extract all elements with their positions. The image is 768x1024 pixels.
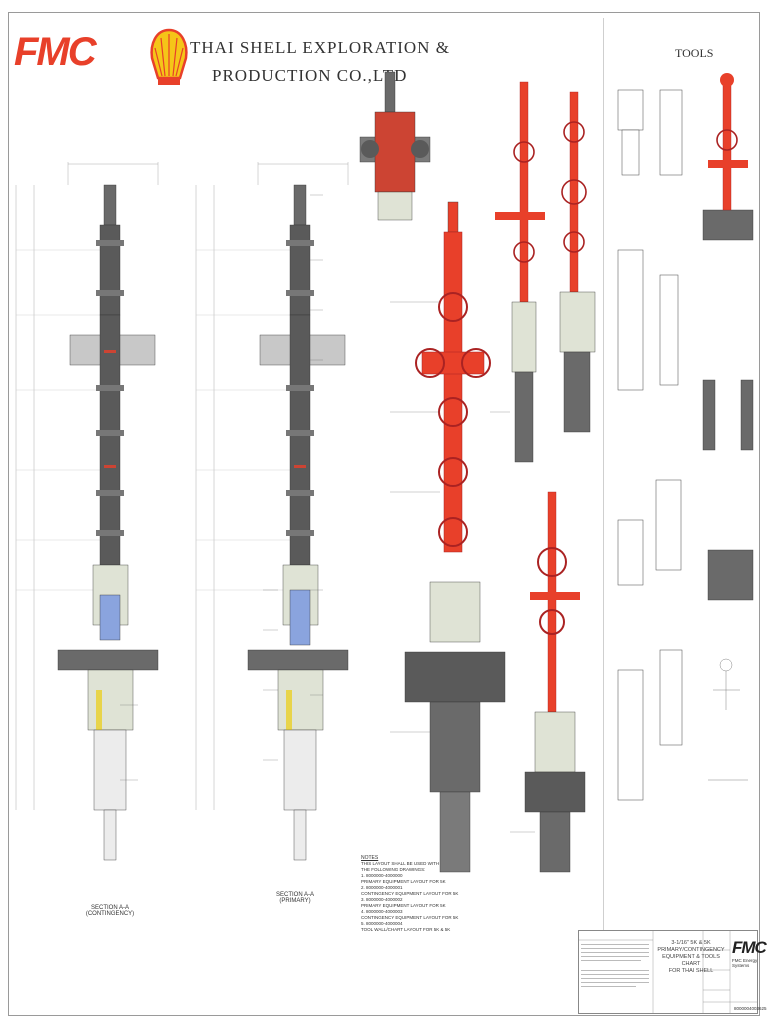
notes-line: THE FOLLOWING DRAWINGS: bbox=[361, 867, 426, 872]
primary-section-title: SECTION A-A bbox=[275, 892, 314, 898]
notes-line: 4. 8000000-4000003 bbox=[361, 909, 403, 914]
notes-line: TOOL WALL/CHART LAYOUT FOR 5K & 5K bbox=[361, 927, 451, 932]
title-line: PRIMARY/CONTINGENCY bbox=[657, 947, 725, 953]
notes-line: THIS LAYOUT SHALL BE USED WITH bbox=[361, 861, 440, 866]
notes-line: PRIMARY EQUIPMENT LAYOUT FOR 5K bbox=[361, 903, 446, 908]
title-block-fmc-subtitle: FMC Energy Systems bbox=[732, 958, 758, 968]
right-tree-bottom bbox=[524, 491, 586, 873]
small-tree-top bbox=[359, 71, 431, 221]
company-line-1: THAI SHELL EXPLORATION & bbox=[190, 38, 450, 57]
tools-divider bbox=[603, 18, 604, 933]
section-drawings bbox=[15, 162, 349, 861]
notes-line: 5. 8000000-4000004 bbox=[361, 921, 403, 926]
primary-stack bbox=[247, 184, 349, 861]
notes-line: PRIMARY EQUIPMENT LAYOUT FOR 5K bbox=[361, 879, 446, 884]
notes-line: 3. 8000000-4000002 bbox=[361, 897, 403, 902]
center-red-tree bbox=[404, 201, 506, 873]
title-block-grid bbox=[578, 930, 758, 1014]
contingency-stack bbox=[57, 184, 159, 861]
primary-section-subtitle: (PRIMARY) bbox=[279, 898, 311, 904]
tree-assemblies bbox=[359, 71, 596, 873]
shell-logo bbox=[150, 28, 188, 85]
notes-line: 2. 8000000-4000001 bbox=[361, 885, 403, 890]
primary-section-label: SECTION A-A (PRIMARY) bbox=[265, 892, 325, 904]
notes-block: NOTES THIS LAYOUT SHALL BE USED WITH THE… bbox=[361, 855, 561, 933]
contingency-section-subtitle: (CONTINGENCY) bbox=[85, 911, 135, 917]
notes-line: 1. 8000000-4000000 bbox=[361, 873, 403, 878]
notes-title: NOTES bbox=[361, 855, 379, 861]
title-line: FOR THAI SHELL bbox=[668, 968, 714, 974]
notes-line: CONTINGENCY EQUIPMENT LAYOUT FOR 5K bbox=[361, 915, 459, 920]
tools-title: TOOLS bbox=[675, 46, 714, 60]
title-line: 3-1/16" 5K & 5K bbox=[671, 940, 711, 946]
notes-line: CONTINGENCY EQUIPMENT LAYOUT FOR 5K bbox=[361, 891, 459, 896]
tools-column bbox=[617, 73, 754, 801]
title-block-fmc-logo: FMC bbox=[732, 938, 767, 957]
contingency-section-label: SECTION A-A (CONTINGENCY) bbox=[80, 905, 140, 917]
tools-red-tree bbox=[708, 73, 748, 211]
right-trees-top bbox=[495, 81, 596, 463]
company-name: THAI SHELL EXPLORATION & PRODUCTION CO.,… bbox=[190, 34, 450, 90]
title-line: EQUIPMENT & TOOLS CHART bbox=[662, 954, 720, 967]
drawing-number: 8000004003625 bbox=[734, 1006, 767, 1011]
fmc-logo: FMC bbox=[14, 30, 97, 74]
contingency-section-title: SECTION A-A bbox=[90, 905, 129, 911]
company-line-2: PRODUCTION CO.,LTD bbox=[212, 66, 408, 85]
title-block-description: 3-1/16" 5K & 5K PRIMARY/CONTINGENCY EQUI… bbox=[656, 940, 726, 975]
